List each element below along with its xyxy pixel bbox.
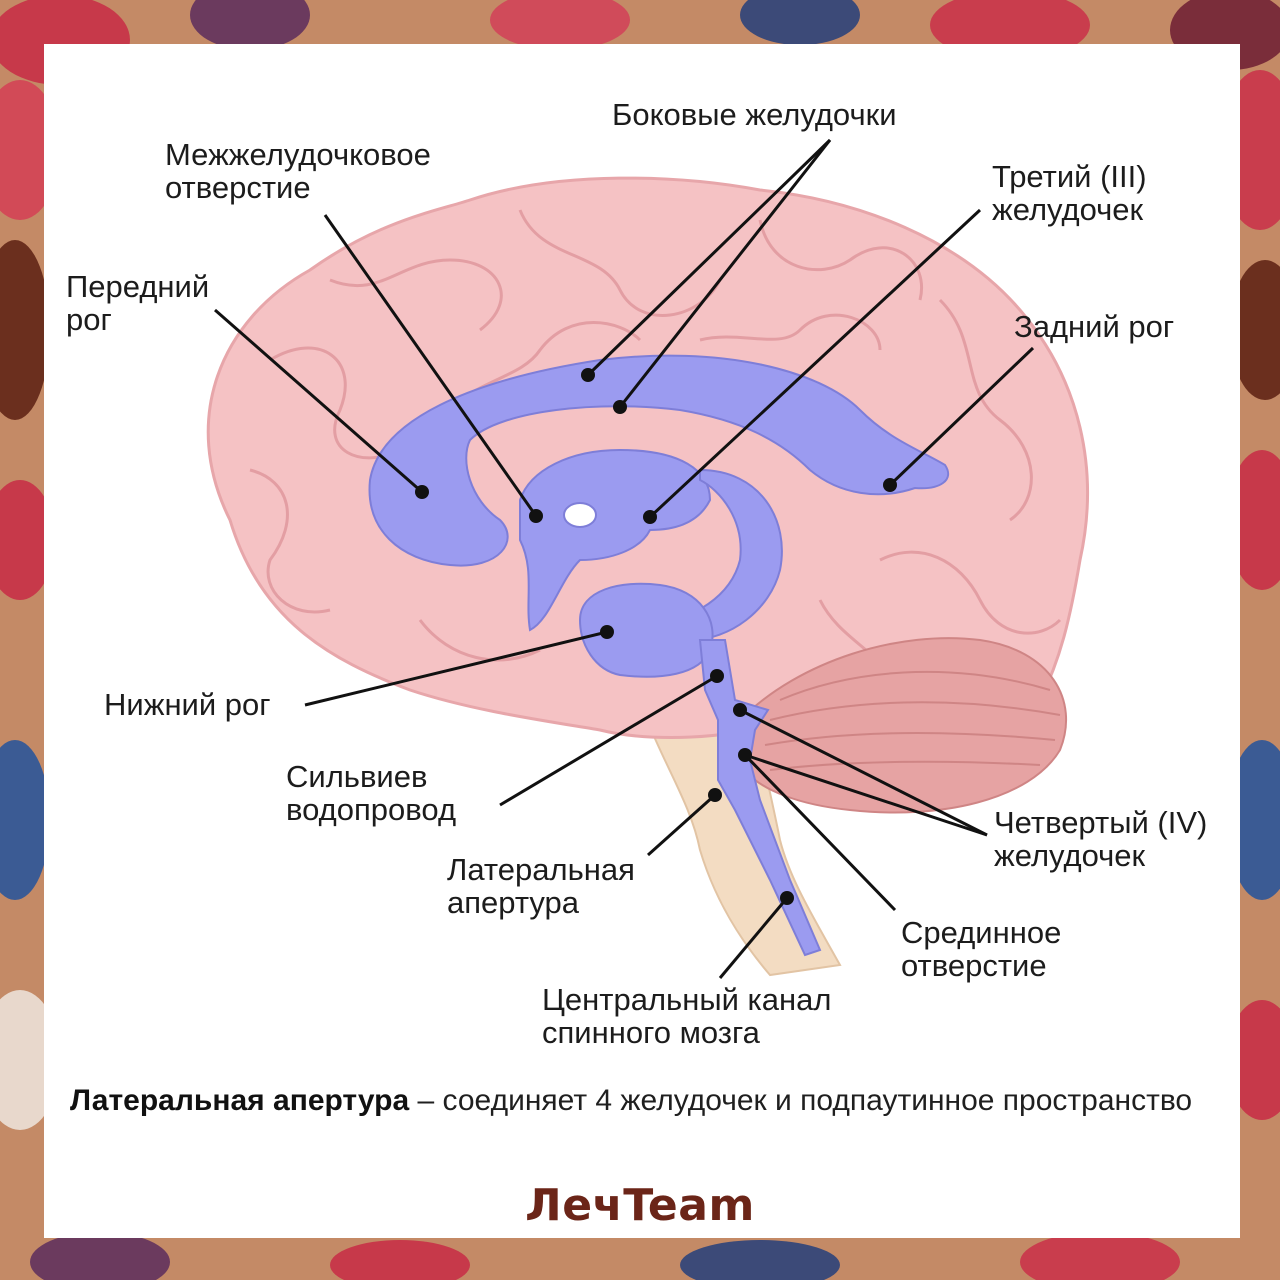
lateral-ventricle-body (368, 354, 950, 567)
leader-lines (214, 138, 1035, 979)
ventricular-system (368, 354, 950, 957)
label-third-ventricle: Третий (III) желудочек (992, 159, 1147, 227)
label-points (415, 368, 897, 905)
brand-logo: ЛечTeam (525, 1180, 755, 1231)
label-lateral-aperture: Латеральная апертура (447, 852, 635, 920)
brain-gyri (249, 209, 1062, 691)
cerebellum (738, 637, 1068, 814)
label-central-canal: Центральный канал спинного мозга (542, 982, 832, 1050)
label-sylvian-aqueduct: Сильвиев водопровод (286, 759, 457, 827)
label-median-aperture: Срединное отверстие (901, 915, 1062, 983)
caption-term: Латеральная апертура (70, 1084, 410, 1117)
caption-definition: – соединяет 4 желудочек и подпаутинное п… (409, 1084, 1193, 1117)
label-interventricular-foramen: Межжелудочковое отверстие (165, 137, 431, 205)
label-lateral-ventricles: Боковые желудочки (612, 97, 897, 132)
aqueduct-and-fourth-ventricle (698, 639, 822, 957)
inferior-horn (578, 582, 714, 678)
third-ventricle (519, 448, 712, 632)
label-fourth-ventricle: Четвертый (IV) желудочек (994, 805, 1208, 873)
label-posterior-horn: Задний рог (1014, 309, 1175, 344)
caption: Латеральная апертура – соединяет 4 желуд… (70, 1078, 1208, 1124)
label-inferior-horn: Нижний рог (104, 687, 271, 722)
label-anterior-horn: Передний рог (66, 269, 210, 337)
